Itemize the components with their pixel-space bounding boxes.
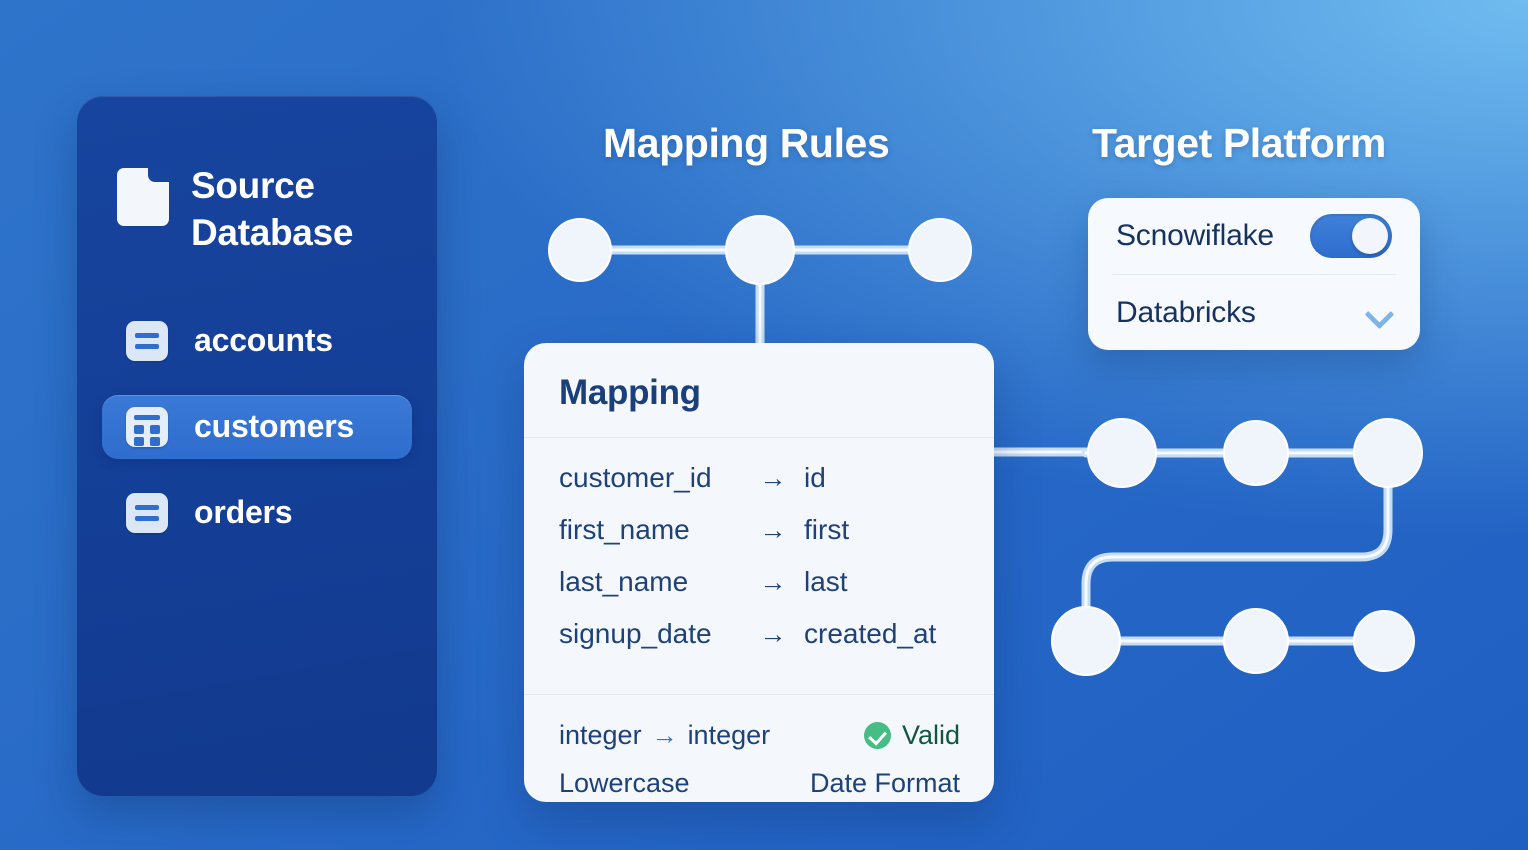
- type-to: integer: [687, 719, 771, 750]
- graph-node[interactable]: [1087, 418, 1157, 488]
- graph-node[interactable]: [548, 218, 612, 282]
- platform-label: Databricks: [1116, 296, 1256, 329]
- target-platform-node-graph: [1051, 418, 1423, 676]
- toggle-knob: [1352, 218, 1388, 254]
- graph-node[interactable]: [1353, 610, 1415, 672]
- arrow-right-icon: →: [759, 514, 787, 545]
- platform-row-databricks[interactable]: Databricks: [1088, 275, 1420, 350]
- arrow-right-icon: →: [651, 719, 678, 750]
- table-row[interactable]: last_name → last: [524, 556, 994, 608]
- mapping-card-title: Mapping: [559, 373, 701, 412]
- graph-node[interactable]: [1051, 606, 1121, 676]
- table-list-icon: [126, 492, 168, 533]
- grid-table-icon: [126, 406, 168, 447]
- graph-node[interactable]: [908, 218, 972, 282]
- mapping-card-footer: integer → integer Valid Lowercase Date F…: [524, 695, 994, 802]
- target-platform-card: Scnowiflake Databricks: [1088, 198, 1420, 350]
- graph-node[interactable]: [1353, 418, 1423, 488]
- sidebar-item-label: accounts: [194, 322, 333, 359]
- field-mapping-list: customer_id → id first_name → first last…: [524, 438, 994, 670]
- type-and-status-row: integer → integer Valid: [524, 711, 994, 759]
- graph-edge-s-curve-highlight: [1084, 451, 1390, 643]
- table-row[interactable]: signup_date → created_at: [524, 608, 994, 660]
- target-field: first: [804, 514, 850, 545]
- sidebar-item-label: customers: [194, 408, 355, 445]
- card-footer-divider: [524, 694, 994, 695]
- sidebar-item-accounts[interactable]: accounts: [102, 309, 412, 373]
- sidebar-item-orders[interactable]: orders: [102, 481, 412, 545]
- graph-node[interactable]: [725, 215, 795, 285]
- table-row[interactable]: customer_id → id: [524, 452, 994, 504]
- mapping-rules-heading: Mapping Rules: [603, 120, 890, 166]
- platform-label: Scnowiflake: [1116, 219, 1274, 252]
- sidebar-item-label: orders: [194, 494, 293, 531]
- graph-node[interactable]: [1223, 608, 1289, 674]
- transform-left: Lowercase: [559, 767, 690, 798]
- folder-icon: [117, 167, 170, 226]
- target-field: created_at: [804, 618, 937, 649]
- chevron-down-icon[interactable]: [1366, 300, 1392, 326]
- status-label: Valid: [901, 719, 960, 750]
- sidebar-item-customers[interactable]: customers: [102, 394, 412, 459]
- graph-node[interactable]: [1223, 420, 1289, 486]
- source-field: customer_id: [559, 462, 712, 493]
- mapping-card: Mapping customer_id → id first_name → fi…: [524, 343, 994, 802]
- table-row[interactable]: first_name → first: [524, 504, 994, 556]
- target-field: last: [804, 566, 848, 597]
- source-field: signup_date: [559, 618, 712, 649]
- target-platform-heading: Target Platform: [1092, 120, 1386, 166]
- type-conversion: integer → integer: [559, 720, 864, 751]
- card-divider: [1112, 274, 1396, 275]
- card-divider: [524, 437, 994, 438]
- arrow-right-icon: →: [759, 462, 787, 493]
- transform-right: Date Format: [809, 767, 960, 798]
- check-circle-icon: [863, 721, 891, 749]
- source-field: first_name: [559, 514, 690, 545]
- table-list-icon: [126, 320, 168, 361]
- table-list: accounts customers orders: [77, 309, 437, 545]
- transforms-row: Lowercase Date Format: [524, 759, 994, 802]
- target-field: id: [804, 462, 826, 493]
- arrow-right-icon: →: [759, 566, 787, 597]
- source-field: last_name: [559, 566, 689, 597]
- status-badge: Valid: [863, 719, 960, 751]
- snowflake-toggle[interactable]: [1310, 214, 1392, 258]
- arrow-right-icon: →: [759, 618, 787, 649]
- mapping-rules-node-graph: [548, 215, 972, 365]
- type-from: integer: [559, 719, 642, 750]
- platform-row-snowflake[interactable]: Scnowiflake: [1088, 198, 1420, 274]
